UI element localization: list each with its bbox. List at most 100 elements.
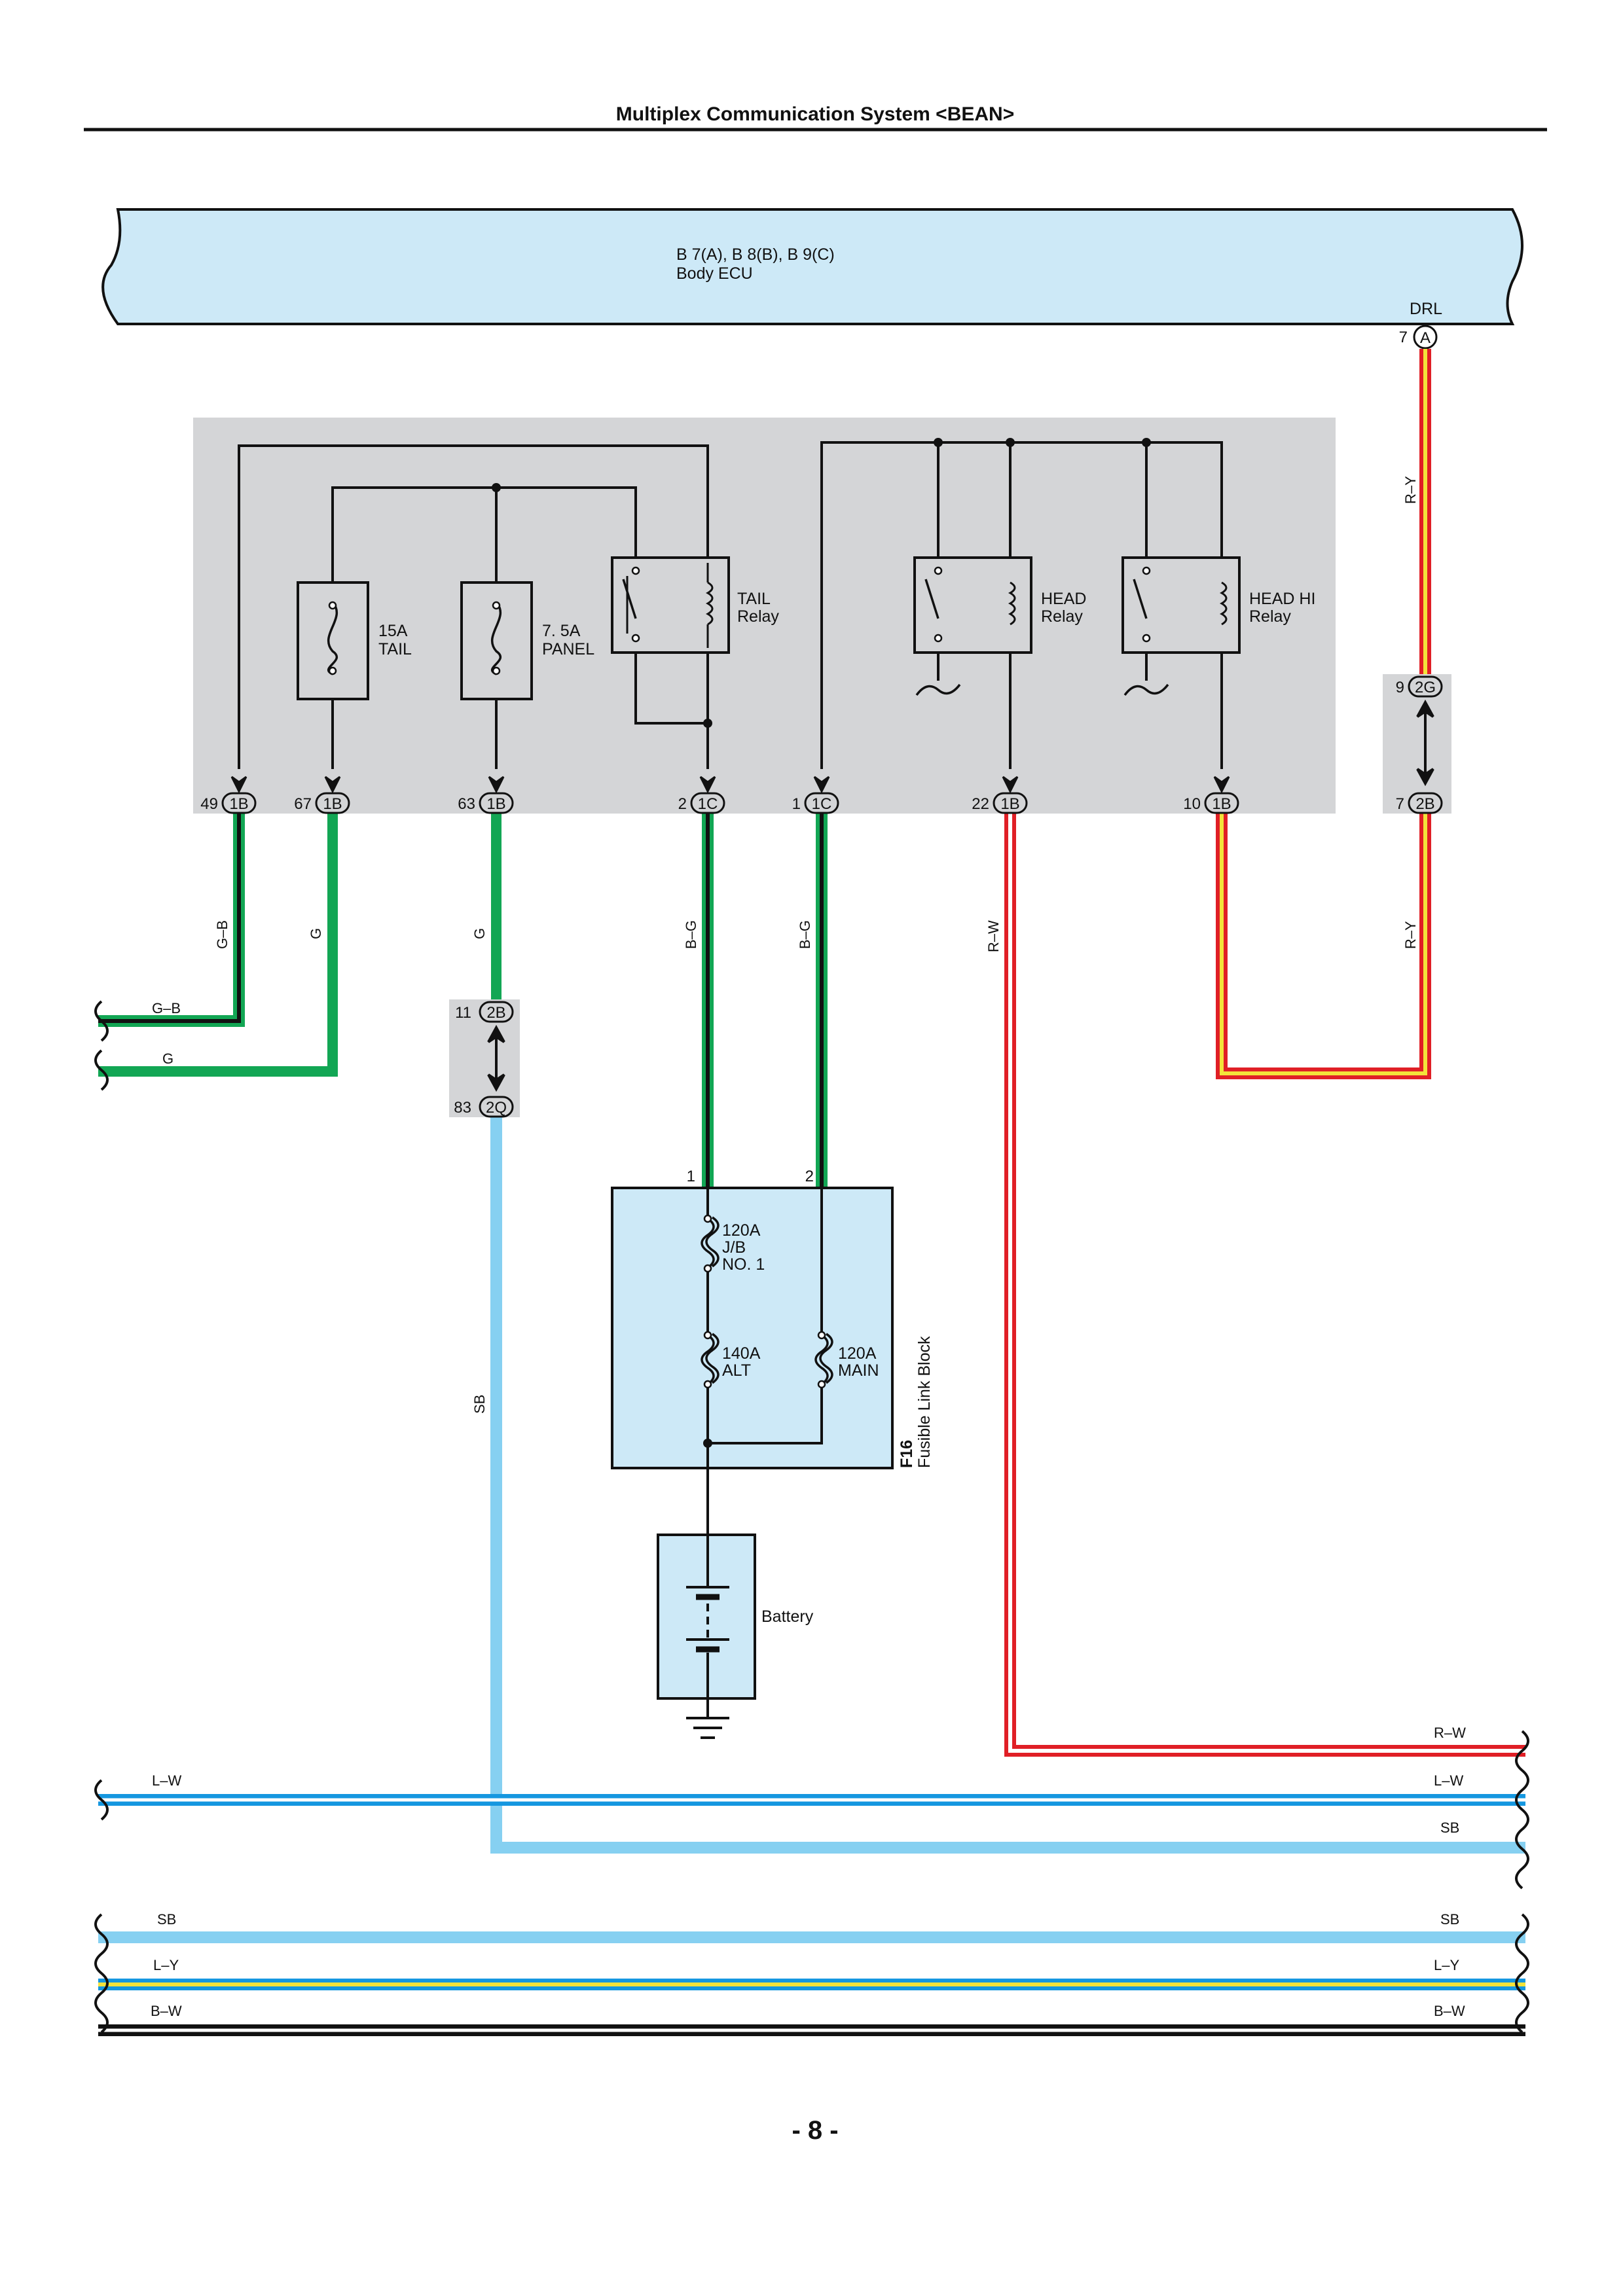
label-sb-right: SB — [1440, 1820, 1459, 1836]
wire-gb — [98, 812, 245, 1027]
junction-pin-number: 7 — [1396, 795, 1404, 813]
relay-head-hi-line1: HEAD HI — [1249, 590, 1315, 608]
wire-ry-lower — [1216, 812, 1431, 1079]
relay-head-line1: HEAD — [1041, 590, 1086, 608]
junction-pin-connector: 1B — [486, 795, 505, 813]
flb-name: Fusible Link Block — [915, 1336, 934, 1468]
label-ly-right: L–Y — [1434, 1957, 1459, 1973]
flb-jb-line2: J/B — [722, 1238, 746, 1257]
junction-dots — [492, 438, 1151, 728]
fuse-panel-amps: 7. 5A — [542, 622, 581, 640]
label-sb-bus-left: SB — [157, 1911, 176, 1928]
label-bw-right: B–W — [1434, 2003, 1465, 2019]
junction-pin-22-1b: 22 1B — [972, 776, 1028, 814]
label-lw-left: L–W — [152, 1772, 181, 1789]
junction-pin-number: 10 — [1183, 795, 1201, 813]
junction-pin-connector: 1B — [229, 795, 248, 813]
label-g-left: G — [162, 1050, 173, 1067]
junction-pin-2-1c: 2 1C — [678, 776, 725, 814]
fusible-link-block: 1 2 120A J/B NO. 1 140A ALT 120A MA — [611, 1168, 934, 1535]
junction-pin-connector: 1B — [1000, 795, 1019, 813]
junction-pin-connector: 2B — [1415, 795, 1434, 813]
connector-2b-2q-mating — [487, 1024, 505, 1092]
junction-pin-63-1b: 63 1B — [458, 776, 514, 814]
ecu-name: Body ECU — [676, 264, 753, 283]
connector-area-2g-2b — [1383, 674, 1451, 814]
label-rw-vertical: R–W — [985, 920, 1002, 952]
connector-2b-11-pin: 11 — [455, 1004, 471, 1022]
junction-pin-number: 2 — [678, 795, 687, 813]
label-g-67: G — [308, 928, 324, 939]
relay-tail: TAIL Relay — [611, 556, 779, 654]
label-sb-vertical: SB — [471, 1395, 488, 1414]
fuse-tail: 15A TAIL — [297, 581, 412, 700]
junction-pin-number: 63 — [458, 795, 475, 813]
label-gb-left: G–B — [152, 1000, 181, 1016]
relay-head: HEAD Relay — [913, 556, 1086, 696]
flb-main-amps: 120A — [838, 1344, 877, 1363]
junction-pin-49-1b: 49 1B — [200, 776, 257, 814]
ecu-terminal-pin: 7 — [1399, 329, 1408, 346]
flb-jb-line3: NO. 1 — [722, 1255, 765, 1274]
page-number: - 8 - — [792, 2116, 838, 2145]
junction-pin-67-1b: 67 1B — [294, 776, 350, 814]
connector-2q-pin: 83 — [454, 1099, 471, 1117]
junction-pin-connector: 1B — [1212, 795, 1231, 813]
ecu-connector-a-label: A — [1420, 329, 1431, 347]
junction-pins: 49 1B 67 1B 63 1B 2 1C 1 1C 22 1B 10 1B 7 2B — [200, 776, 1443, 814]
label-lw-right: L–W — [1434, 1772, 1463, 1789]
connector-2g-2b-mating — [1416, 699, 1434, 787]
wire-rw — [1004, 812, 1525, 1757]
junction-pin-connector: 1C — [698, 795, 718, 813]
connector-2b-11-label: 2B — [486, 1004, 505, 1022]
label-bg-2: B–G — [797, 920, 813, 949]
junction-pin-number: 22 — [972, 795, 989, 813]
connector-2g-pin: 9 — [1396, 679, 1404, 696]
flb-main-name: MAIN — [838, 1361, 879, 1380]
connector-2b-11: 11 2B — [455, 1001, 514, 1023]
relay-head-hi-line2: Relay — [1249, 607, 1291, 626]
connector-2q: 83 2Q — [454, 1096, 514, 1118]
label-rw-right: R–W — [1434, 1725, 1466, 1741]
relay-head-hi: HEAD HI Relay — [1122, 556, 1315, 696]
connector-2g-label: 2G — [1415, 679, 1436, 696]
ecu-terminal-label: DRL — [1410, 300, 1442, 318]
junction-pin-connector: 1B — [323, 795, 342, 813]
label-ry-upper: R–Y — [1402, 476, 1419, 504]
fuse-panel-name: PANEL — [542, 640, 594, 658]
battery: Battery — [657, 1534, 814, 1718]
label-bg-1: B–G — [683, 920, 699, 949]
junction-pin-number: 67 — [294, 795, 312, 813]
relay-head-line2: Relay — [1041, 607, 1083, 626]
wire-sb-2q — [490, 1117, 1525, 1854]
connector-2g: 9 2G — [1396, 675, 1443, 698]
fuse-tail-amps: 15A — [378, 622, 408, 640]
flb-jb-amps: 120A — [722, 1221, 761, 1240]
body-ecu: B 7(A), B 8(B), B 9(C) Body ECU DRL 7 A — [101, 208, 1523, 350]
relay-tail-line1: TAIL — [737, 590, 771, 608]
flb-code: F16 — [898, 1440, 916, 1468]
junction-pin-10-1b: 10 1B — [1183, 776, 1239, 814]
label-g-63: G — [471, 928, 488, 939]
relay-tail-line2: Relay — [737, 607, 779, 626]
fuse-panel: 7. 5A PANEL — [460, 581, 594, 700]
battery-label: Battery — [761, 1607, 814, 1626]
flb-alt-name: ALT — [722, 1361, 751, 1380]
wire-break-marks — [94, 1000, 1529, 2034]
label-bw-left: B–W — [151, 2003, 182, 2019]
wire-g-67 — [98, 812, 338, 1077]
flb-pin2: 2 — [805, 1168, 814, 1185]
label-ly-left: L–Y — [153, 1957, 179, 1973]
label-gb-vertical: G–B — [214, 920, 230, 949]
junction-pin-connector: 1C — [812, 795, 832, 813]
ground-icon — [686, 1717, 729, 1739]
ecu-box — [101, 208, 1523, 325]
junction-pin-7-2b: 7 2B — [1396, 792, 1443, 814]
junction-pin-number: 49 — [200, 795, 218, 813]
fuse-tail-name: TAIL — [378, 640, 412, 658]
ecu-codes: B 7(A), B 8(B), B 9(C) — [676, 245, 835, 264]
junction-pin-number: 1 — [792, 795, 801, 813]
label-ry-lower: R–Y — [1402, 921, 1419, 949]
page-title: Multiplex Communication System <BEAN> — [616, 103, 1014, 125]
